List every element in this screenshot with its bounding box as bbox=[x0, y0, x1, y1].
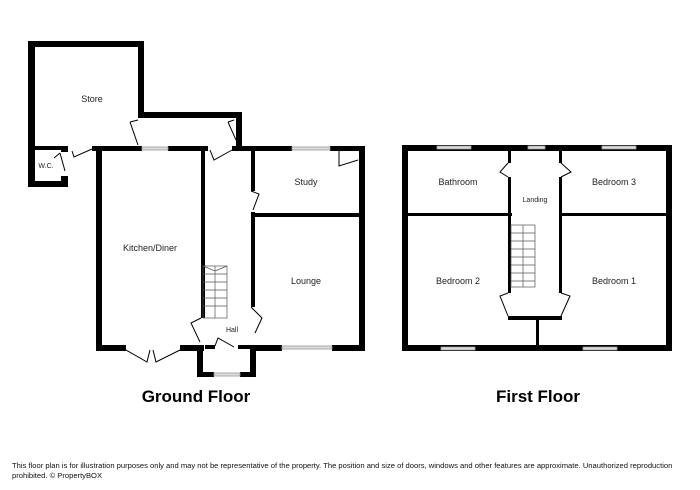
ground-floor-plan bbox=[28, 41, 365, 377]
room-label-wc: W.C. bbox=[38, 163, 53, 170]
ground-floor-title: Ground Floor bbox=[142, 387, 251, 406]
room-label-bedroom1: Bedroom 1 bbox=[592, 276, 636, 286]
room-label-landing: Landing bbox=[523, 197, 548, 204]
room-label-bedroom2: Bedroom 2 bbox=[436, 276, 480, 286]
first-floor-plan bbox=[402, 145, 672, 351]
room-label-store: Store bbox=[81, 94, 103, 104]
room-label-study: Study bbox=[294, 177, 318, 187]
disclaimer-text: This floor plan is for illustration purp… bbox=[12, 461, 673, 480]
room-label-bedroom3: Bedroom 3 bbox=[592, 177, 636, 187]
room-label-lounge: Lounge bbox=[291, 276, 321, 286]
first-floor-title: First Floor bbox=[496, 387, 580, 406]
room-label-kitchen: Kitchen/Diner bbox=[123, 243, 177, 253]
room-label-hall: Hall bbox=[226, 327, 239, 334]
room-label-bathroom: Bathroom bbox=[438, 177, 477, 187]
